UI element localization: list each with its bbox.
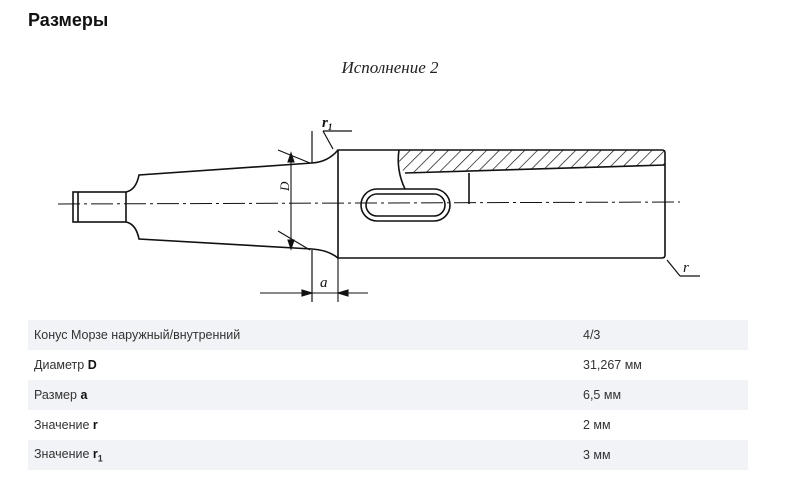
dimension-D — [277, 149, 311, 251]
table-row: Значение r1 3 мм — [28, 440, 748, 470]
row-label: Значение r — [34, 418, 98, 432]
table-row: Размер a 6,5 мм — [28, 380, 748, 410]
label-r1: r1 — [322, 115, 332, 132]
row-value: 2 мм — [583, 418, 611, 432]
row-label: Диаметр D — [34, 358, 97, 372]
row-label: Конус Морзе наружный/внутренний — [34, 328, 241, 342]
drawing-title: Исполнение 2 — [340, 58, 439, 77]
row-value: 4/3 — [583, 328, 601, 342]
label-r: r — [683, 260, 689, 276]
morse-sleeve-drawing: Исполнение 2 D r1 — [57, 58, 700, 302]
centerline — [57, 201, 681, 205]
row-value: 3 мм — [583, 448, 611, 462]
table-row: Конус Морзе наружный/внутренний 4/3 — [28, 320, 748, 350]
table-row: Значение r 2 мм — [28, 410, 748, 440]
label-D: D — [277, 181, 292, 192]
row-label: Значение r1 — [34, 446, 103, 464]
row-value: 31,267 мм — [583, 358, 642, 372]
hatched-section — [398, 150, 665, 173]
dimension-a — [260, 258, 368, 302]
section-heading: Размеры — [28, 10, 109, 30]
dimensions-table: Конус Морзе наружный/внутренний 4/3 Диам… — [28, 320, 748, 470]
table-row: Диаметр D 31,267 мм — [28, 350, 748, 380]
leader-r — [666, 259, 700, 277]
label-a: a — [320, 275, 328, 291]
row-value: 6,5 мм — [583, 388, 622, 402]
row-label: Размер a — [34, 388, 88, 402]
